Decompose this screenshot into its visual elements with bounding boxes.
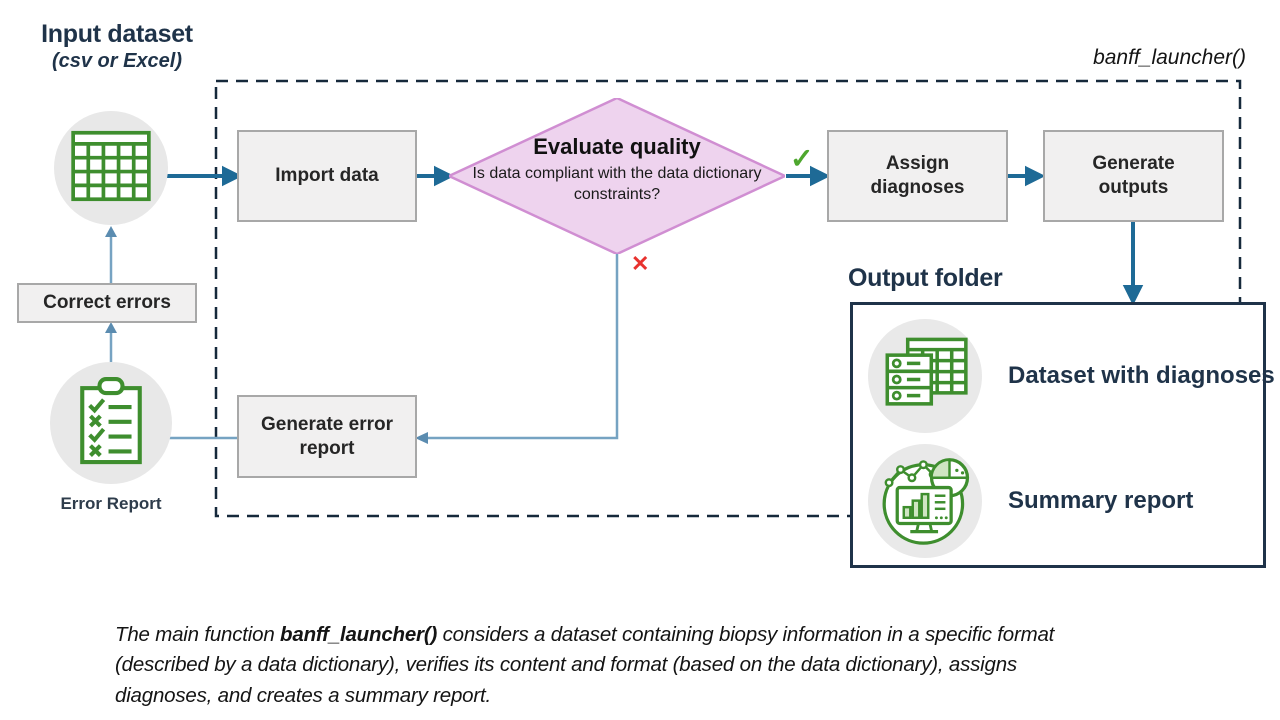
evaluate-quality-title: Evaluate quality — [533, 134, 701, 159]
correct-errors-label: Correct errors — [43, 292, 171, 314]
note-text: The main function banff_launcher() consi… — [115, 620, 1085, 711]
spreadsheet-table-icon — [70, 130, 152, 207]
assign-diagnoses-box: Assign diagnoses — [827, 130, 1008, 222]
diamond-text: Evaluate quality Is data compliant with … — [449, 134, 785, 205]
assign-diagnoses-label: Assign diagnoses — [870, 153, 965, 198]
import-data-label: Import data — [275, 165, 379, 187]
failure-cross-icon: ✕ — [631, 251, 650, 276]
banff-launcher-label: banff_launcher() — [1093, 46, 1246, 69]
output-folder-box: Dataset with diagnoses — [850, 302, 1275, 568]
input-dataset-title: Input dataset — [41, 20, 193, 48]
success-check-icon: ✓ — [790, 143, 814, 174]
error-report-circle — [50, 362, 172, 484]
note-suffix: considers a dataset containing biopsy in… — [115, 623, 1055, 707]
input-dataset-circle — [54, 111, 168, 225]
output-item-summary: Summary report — [868, 444, 1193, 558]
error-report-label: Error Report — [60, 494, 162, 513]
evaluate-quality-question: Is data compliant with the data dictiona… — [472, 165, 762, 204]
import-data-box: Import data — [237, 130, 417, 222]
note-function-name: banff_launcher() — [280, 623, 438, 646]
output-item-label: Summary report — [1008, 487, 1194, 514]
dataset-icon-circle — [868, 319, 982, 433]
error-clipboard-icon — [74, 375, 148, 472]
generate-outputs-label: Generate outputs — [1092, 153, 1175, 198]
input-dataset-subtitle: (csv or Excel) — [51, 50, 183, 72]
dataset-table-icon — [881, 335, 969, 418]
summary-icon-circle — [868, 444, 982, 558]
output-item-label: Dataset with diagnoses — [1008, 362, 1275, 389]
summary-report-icon — [876, 450, 974, 553]
output-item-dataset: Dataset with diagnoses — [868, 319, 1275, 433]
generate-outputs-box: Generate outputs — [1043, 130, 1224, 222]
correct-errors-box: Correct errors — [17, 283, 197, 323]
generate-error-report-label: Generate error report — [260, 413, 393, 459]
output-folder-title: Output folder — [848, 264, 1003, 292]
note-prefix: The main function — [115, 623, 281, 646]
generate-error-report-box: Generate error report — [237, 395, 417, 478]
